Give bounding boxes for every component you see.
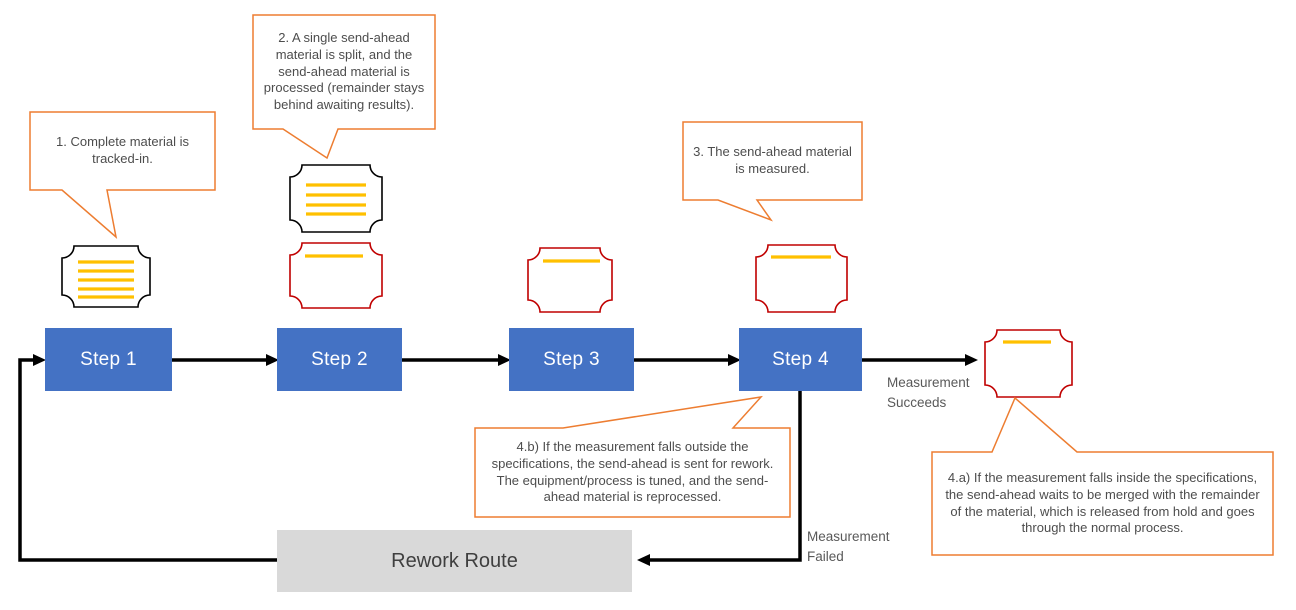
step-3-label: Step 3 (543, 348, 600, 370)
callout-4b-outside-spec: 4.b) If the measurement falls outside th… (474, 395, 791, 518)
arrowhead-succeeds (965, 354, 978, 366)
complete-material-icon (61, 245, 151, 308)
callout-bubble (474, 395, 791, 518)
arrow-measurement-failed (649, 391, 802, 562)
plaque-outline (289, 164, 383, 233)
send-ahead-material-icon (755, 244, 848, 313)
callout-4b-text: 4.b) If the measurement falls outside th… (491, 438, 774, 505)
measurement-failed-label: Measurement Failed (807, 529, 890, 565)
callout-bubble (29, 111, 216, 239)
step-3-box: Step 3 (509, 328, 634, 391)
plaque-outline (289, 242, 383, 309)
callout-outline (29, 111, 216, 239)
callout-outline (931, 396, 1274, 556)
arrowhead-into-step1 (33, 354, 46, 366)
rework-route-box: Rework Route (277, 530, 632, 592)
callout-4a-text: 4.a) If the measurement falls inside the… (945, 469, 1260, 536)
callout-outline (474, 395, 791, 518)
callout-outline (682, 121, 863, 222)
arrowhead-into-rework (637, 554, 650, 566)
step-1-label: Step 1 (80, 348, 137, 370)
send-ahead-material-icon (289, 242, 383, 309)
arrowhead-into-step2 (266, 354, 279, 366)
callout-bubble (682, 121, 863, 222)
plaque-outline (755, 244, 848, 313)
plaque-outline (527, 247, 613, 313)
arrow-rework-loop (18, 358, 277, 562)
callout-bubble (252, 14, 436, 160)
remainder-material-icon (289, 164, 383, 233)
step-2-label: Step 2 (311, 348, 368, 370)
send-ahead-material-icon (527, 247, 613, 313)
step-1-box: Step 1 (45, 328, 172, 391)
callout-outline (252, 14, 436, 160)
rework-route-label: Rework Route (391, 549, 518, 572)
arrowhead-into-step3 (498, 354, 511, 366)
measurement-succeeds-label: Measurement Succeeds (887, 375, 970, 411)
callout-4a-inside-spec: 4.a) If the measurement falls inside the… (931, 396, 1274, 556)
callout-3-measured: 3. The send-ahead material is measured. (682, 121, 863, 222)
step-2-box: Step 2 (277, 328, 402, 391)
callout-bubble (931, 396, 1274, 556)
callout-3-text: 3. The send-ahead material is measured. (693, 144, 852, 176)
callout-1-tracked-in: 1. Complete material is tracked-in. (29, 111, 216, 239)
callout-2-split: 2. A single send-ahead material is split… (252, 14, 436, 160)
step-4-label: Step 4 (772, 348, 829, 370)
plaque-outline (984, 329, 1073, 398)
send-ahead-material-icon (984, 329, 1073, 398)
callout-2-text: 2. A single send-ahead material is split… (263, 29, 425, 113)
arrowhead-into-step4 (728, 354, 741, 366)
callout-1-text: 1. Complete material is tracked-in. (56, 134, 189, 166)
step-4-box: Step 4 (739, 328, 862, 391)
